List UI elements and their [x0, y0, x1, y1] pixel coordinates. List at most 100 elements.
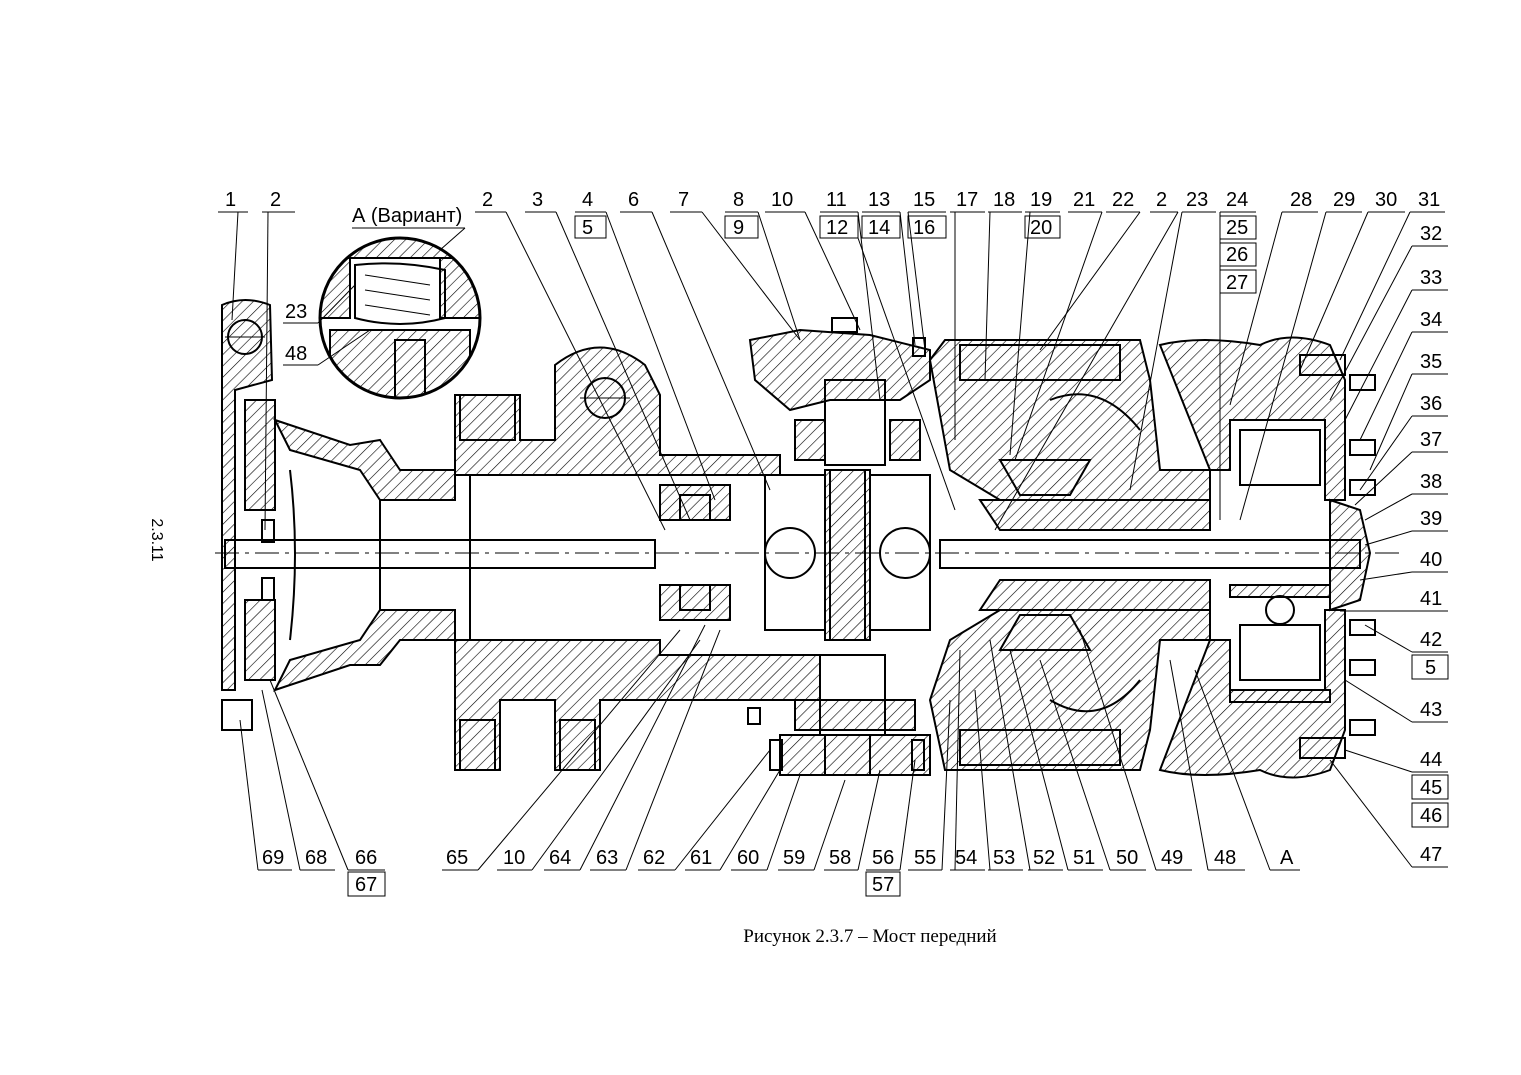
- part-number-label: 2: [270, 189, 281, 211]
- part-number-label: 7: [678, 189, 689, 211]
- part-number-label: 60: [737, 847, 759, 869]
- callout-47: 47: [1329, 759, 1448, 868]
- callout-65: 65: [442, 629, 681, 871]
- part-number-label: 16: [913, 217, 935, 239]
- part-number-label: 1: [225, 189, 236, 211]
- detail-view-title: А (Вариант): [352, 205, 462, 227]
- part-number-label: 30: [1375, 189, 1397, 211]
- callout-a: А: [1194, 669, 1300, 871]
- part-number-label: 44: [1420, 749, 1442, 771]
- callout-53: 53: [974, 689, 1023, 871]
- part-number-label: 29: [1333, 189, 1355, 211]
- callout-39: 39: [1364, 508, 1448, 546]
- part-number-label: 51: [1073, 847, 1095, 869]
- callout-36: 36: [1359, 393, 1448, 491]
- callout-15: 15: [907, 189, 946, 351]
- callout-20: 20: [1024, 215, 1061, 239]
- part-number-label: 27: [1226, 272, 1248, 294]
- callout-25: 25: [1219, 215, 1257, 240]
- part-number-label: 54: [955, 847, 977, 869]
- part-number-label: 20: [1030, 217, 1052, 239]
- callout-56: 56: [866, 759, 916, 871]
- part-number-label: 10: [771, 189, 793, 211]
- part-number-label: 2: [482, 189, 493, 211]
- callout-69: 69: [239, 719, 292, 871]
- callout-10b: 10: [497, 639, 701, 871]
- part-number-label: 35: [1420, 351, 1442, 373]
- callout-52: 52: [989, 639, 1063, 871]
- detail-label-48: 48: [285, 343, 307, 365]
- part-number-label: 47: [1420, 844, 1442, 866]
- callout-28: 28: [1229, 189, 1318, 406]
- callout-62: 62: [638, 749, 771, 871]
- callout-64: 64: [544, 624, 706, 871]
- callout-46: 46: [1411, 802, 1449, 828]
- part-number-label: 18: [993, 189, 1015, 211]
- callout-1: 1: [218, 189, 248, 321]
- part-number-label: 63: [596, 847, 618, 869]
- part-number-label: 22: [1112, 189, 1134, 211]
- callout-2c: 2: [994, 189, 1179, 531]
- callout-59: 59: [778, 779, 846, 871]
- bottom-callouts: 69 68 66 67 65 10 64 63 62 61 60 59 58 5…: [239, 624, 1300, 897]
- part-number-label: 62: [643, 847, 665, 869]
- part-number-label: 21: [1073, 189, 1095, 211]
- part-number-label: 39: [1420, 508, 1442, 530]
- part-number-label: 61: [690, 847, 712, 869]
- callout-50: 50: [1039, 659, 1146, 871]
- part-number-label: 46: [1420, 805, 1442, 827]
- part-number-label: А: [1280, 847, 1294, 869]
- part-number-label: 37: [1420, 429, 1442, 451]
- part-number-label: 41: [1420, 588, 1442, 610]
- callout-14: 14: [861, 215, 901, 239]
- callout-45: 45: [1411, 774, 1449, 800]
- callout-17: 17: [950, 189, 985, 440]
- page-number: 2.3.11: [148, 518, 165, 561]
- part-number-label: 17: [956, 189, 978, 211]
- callout-49: 49: [1079, 629, 1192, 871]
- callout-5: 5: [574, 215, 607, 239]
- part-number-label: 13: [868, 189, 890, 211]
- callout-21: 21: [1014, 189, 1103, 461]
- part-number-label: 11: [826, 189, 847, 211]
- callout-60: 60: [731, 774, 801, 871]
- detail-label-23: 23: [285, 301, 307, 323]
- callout-3: 3: [525, 189, 691, 521]
- callout-31: 31: [1339, 189, 1445, 361]
- part-number-label: 42: [1420, 629, 1442, 651]
- callout-13: 13: [862, 189, 916, 346]
- callout-6: 6: [620, 189, 771, 491]
- callout-55: 55: [908, 699, 951, 871]
- callout-8: 8: [725, 189, 801, 341]
- part-number-label: 67: [355, 874, 377, 896]
- part-number-label: 57: [872, 874, 894, 896]
- callout-33: 33: [1344, 267, 1448, 421]
- callout-66: 66: [269, 679, 385, 871]
- part-number-label: 25: [1226, 217, 1248, 239]
- callout-30: 30: [1299, 189, 1405, 371]
- callout-32: 32: [1329, 223, 1448, 401]
- part-number-label: 8: [733, 189, 744, 211]
- part-number-label: 68: [305, 847, 327, 869]
- part-number-label: 14: [868, 217, 890, 239]
- callout-35: 35: [1369, 351, 1448, 471]
- part-number-label: 50: [1116, 847, 1138, 869]
- callout-38: 38: [1364, 471, 1448, 521]
- part-number-label: 64: [549, 847, 571, 869]
- right-callouts: 32 33 34 35 36 37 38 39 40 41 42 5 43 44…: [1329, 223, 1449, 868]
- part-number-label: 34: [1420, 309, 1442, 331]
- callout-27: 27: [1219, 269, 1257, 294]
- part-number-label: 26: [1226, 244, 1248, 266]
- callout-68: 68: [261, 689, 335, 871]
- callout-5b: 5: [1411, 654, 1449, 680]
- part-number-label: 38: [1420, 471, 1442, 493]
- part-number-label: 66: [355, 847, 377, 869]
- callout-40: 40: [1359, 549, 1448, 581]
- callout-58: 58: [824, 769, 881, 871]
- part-number-label: 31: [1418, 189, 1440, 211]
- callout-29: 29: [1239, 189, 1362, 521]
- callout-7: 7: [670, 189, 801, 341]
- callout-43: 43: [1344, 679, 1448, 723]
- part-number-label: 10: [503, 847, 525, 869]
